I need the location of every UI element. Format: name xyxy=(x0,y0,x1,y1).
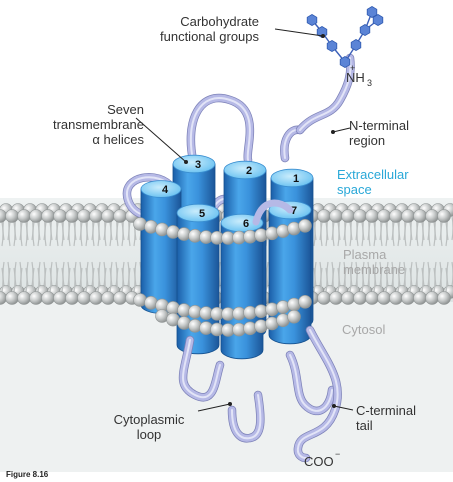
label-leader-lines xyxy=(135,28,354,412)
lipid-head xyxy=(101,291,115,305)
lipid-head xyxy=(377,291,391,305)
lipid-head xyxy=(329,291,343,305)
helix-number: 2 xyxy=(246,165,252,177)
lipid-head xyxy=(89,209,103,223)
lipid-head xyxy=(65,291,79,305)
helix-number: 7 xyxy=(291,205,297,217)
helix-number: 3 xyxy=(195,159,201,171)
lipid-head xyxy=(41,291,55,305)
lipid-head xyxy=(317,209,331,223)
lipid-head xyxy=(365,291,379,305)
lipid-head xyxy=(5,291,19,305)
lipid-head xyxy=(17,209,31,223)
lipid-head xyxy=(17,291,31,305)
lipid-head xyxy=(341,291,355,305)
nh3-charge: + xyxy=(350,63,355,73)
lipid-head xyxy=(298,218,312,233)
plasma-membrane-label: Plasma membrane xyxy=(343,247,406,277)
lipid-head xyxy=(353,291,367,305)
lipid-head xyxy=(413,209,427,223)
lipid-head xyxy=(101,209,115,223)
coo-charge: − xyxy=(335,449,340,459)
lipid-head xyxy=(353,209,367,223)
helix-number: 5 xyxy=(199,208,205,220)
lipid-head xyxy=(89,291,103,305)
sugar-ring xyxy=(326,40,338,52)
lipid-head xyxy=(113,209,127,223)
sugar-ring xyxy=(372,14,384,26)
lipid-head xyxy=(437,209,451,223)
lipid-head xyxy=(53,291,67,305)
sugar-ring xyxy=(306,14,318,26)
carbohydrate-groups xyxy=(306,6,384,68)
lipid-head xyxy=(341,209,355,223)
c-terminal-label: C-terminal tail xyxy=(356,403,416,433)
lipid-head xyxy=(413,291,427,305)
lipid-head xyxy=(5,209,19,223)
lipid-head xyxy=(389,209,403,223)
cytosol-label: Cytosol xyxy=(342,322,386,337)
carbohydrate-label: Carbohydrate functional groups xyxy=(160,14,260,44)
sugar-ring xyxy=(359,24,371,36)
lipid-head xyxy=(401,291,415,305)
cytoplasmic-loops xyxy=(178,325,342,463)
lipid-heads-front xyxy=(133,217,312,337)
lipid-head xyxy=(425,209,439,223)
helix-number: 4 xyxy=(162,184,169,196)
lipid-head xyxy=(65,209,79,223)
lipid-head xyxy=(113,291,127,305)
helix-number: 6 xyxy=(243,218,249,230)
lipid-head xyxy=(41,209,55,223)
lipid-head xyxy=(77,209,91,223)
sugar-ring xyxy=(366,6,378,18)
lipid-head xyxy=(437,291,451,305)
helix-number: 1 xyxy=(293,173,299,185)
nh3-label: NH xyxy=(346,70,365,85)
lipid-head xyxy=(365,209,379,223)
n-terminal-label: N-terminal region xyxy=(349,118,409,148)
seven-helices-label: Seven transmembrane α helices xyxy=(52,102,144,147)
coo-label: COO xyxy=(304,454,334,469)
lipid-head xyxy=(425,291,439,305)
lipid-head xyxy=(53,209,67,223)
lipid-head xyxy=(317,291,331,305)
figure-caption: Figure 8.16 xyxy=(6,470,49,479)
helix-4: 4 xyxy=(140,180,182,314)
lipid-head xyxy=(329,209,343,223)
lipid-head xyxy=(77,291,91,305)
cytoplasmic-loop-label: Cytoplasmic loop xyxy=(113,412,185,442)
lipid-head xyxy=(287,309,301,324)
lipid-head xyxy=(298,294,312,309)
lipid-head xyxy=(265,302,279,317)
nh3-subscript: 3 xyxy=(367,78,372,88)
lipid-head xyxy=(389,291,403,305)
lipid-head xyxy=(265,226,279,241)
lipid-head xyxy=(188,318,202,333)
lipid-head xyxy=(29,209,43,223)
lipid-head xyxy=(29,291,43,305)
lipid-head xyxy=(377,209,391,223)
sugar-ring xyxy=(350,39,362,51)
extracellular-label: Extracellular space xyxy=(337,167,409,197)
sugar-ring xyxy=(339,56,351,68)
lipid-head xyxy=(401,209,415,223)
